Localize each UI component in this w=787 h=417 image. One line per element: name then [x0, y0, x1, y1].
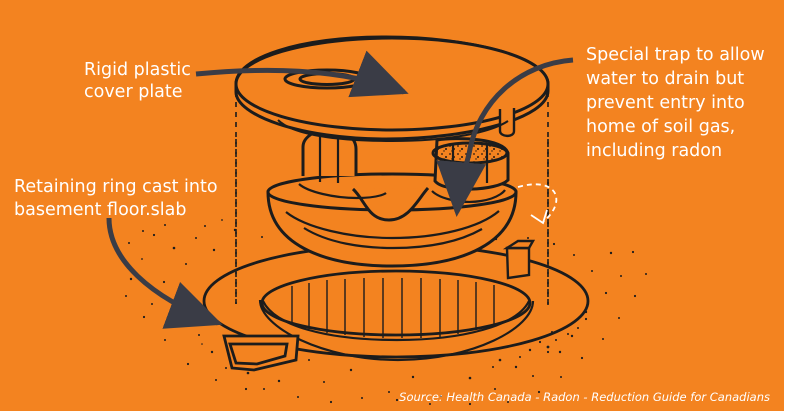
- trap-body: [268, 129, 516, 266]
- special-trap-label-line-1: Special trap to allow: [586, 43, 765, 67]
- cover-plate-label-line-2: cover plate: [84, 81, 191, 103]
- water-flow-arrow: [518, 184, 556, 222]
- source-caption: Source: Health Canada - Radon - Reductio…: [399, 390, 770, 404]
- special-trap-label-line-2: water to drain but: [586, 67, 765, 91]
- cover-plate-label: Rigid plastic cover plate: [84, 59, 191, 103]
- special-trap-label-line-4: home of soil gas,: [586, 115, 765, 139]
- cover-plate-label-line-1: Rigid plastic: [84, 59, 191, 81]
- retaining-ring-label-line-1: Retaining ring cast into: [14, 176, 218, 199]
- ring-drain-lug: [224, 336, 298, 370]
- water-flow-arrowhead: [531, 210, 547, 223]
- right-ring-clip: [507, 241, 533, 278]
- special-trap-label-line-5: including radon: [586, 139, 765, 163]
- special-trap-label-line-3: prevent entry into: [586, 91, 765, 115]
- special-trap-label: Special trap to allow water to drain but…: [586, 43, 765, 163]
- retaining-ring-label: Retaining ring cast into basement floor.…: [14, 176, 218, 222]
- retaining-ring-label-line-2: basement floor.slab: [14, 199, 218, 222]
- retaining-ring-arrow: [109, 218, 218, 323]
- gravel-cluster: [492, 318, 587, 368]
